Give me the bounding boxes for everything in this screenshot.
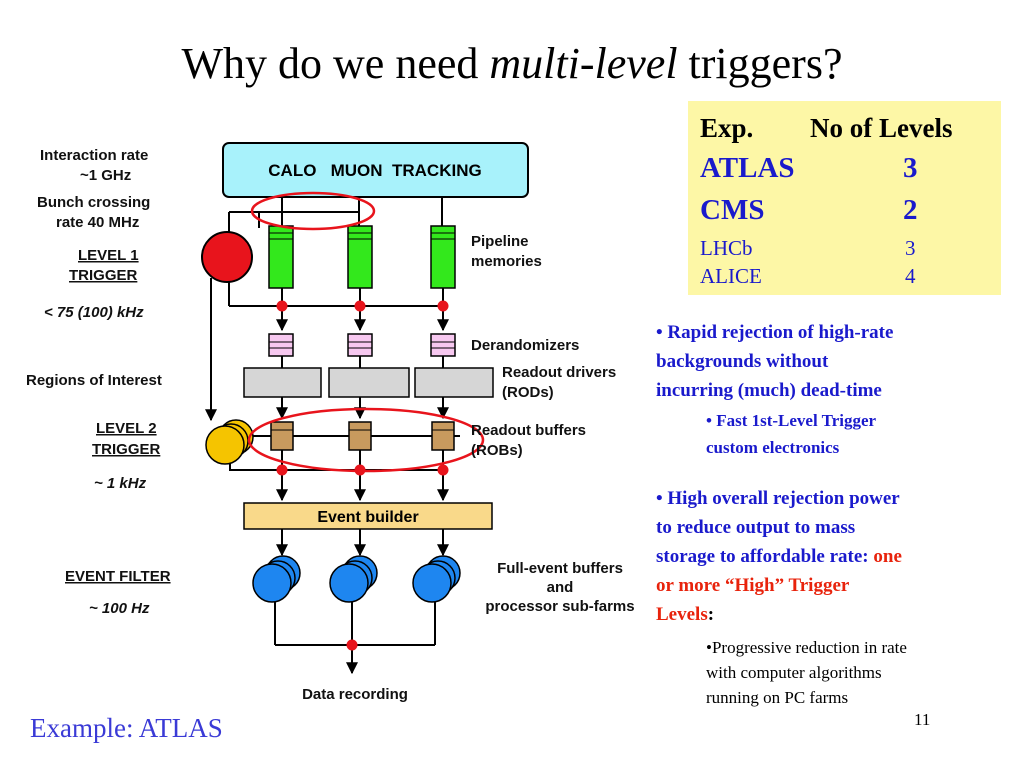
detector-box xyxy=(222,142,529,198)
interaction-rate-label: Interaction rate xyxy=(40,147,148,164)
bunch-crossing-rate: rate 40 MHz xyxy=(56,214,139,231)
bullet-text-highlight: or more “High” Trigger xyxy=(656,575,850,596)
derandomizers-label: Derandomizers xyxy=(471,337,579,354)
rob-highlight-ellipse xyxy=(247,407,485,473)
level2-rate: ~ 1 kHz xyxy=(94,475,147,492)
bullet-text: : xyxy=(707,604,715,625)
slide-title: Why do we need multi-level triggers? xyxy=(0,38,1024,89)
sub-bullet-fast-trigger: • Fast 1st-Level Trigger custom electron… xyxy=(706,407,996,461)
bullet-text: incurring (much) dead-time xyxy=(656,380,882,401)
bullet-text: backgrounds without xyxy=(656,351,829,372)
level1-decision-dots xyxy=(276,300,449,312)
sub-bullet-progressive: •Progressive reduction in rate with comp… xyxy=(706,635,996,710)
level2-label-line2: TRIGGER xyxy=(92,441,161,458)
processor-farms xyxy=(252,555,461,603)
title-part2: triggers? xyxy=(677,39,843,88)
bullet-text: storage to affordable rate: xyxy=(656,546,874,567)
level2-label-line1: LEVEL 2 xyxy=(96,420,157,437)
levels-exp-alice: ALICE xyxy=(700,264,762,288)
bullet-text: with computer algorithms xyxy=(706,663,882,682)
bullet-rapid-rejection: • Rapid rejection of high-rate backgroun… xyxy=(656,318,996,405)
bullet-text: • Rapid rejection of high-rate xyxy=(656,322,894,343)
level2-trigger-icon xyxy=(205,419,254,465)
levels-value-lhcb: 3 xyxy=(905,236,916,260)
level1-rate: < 75 (100) kHz xyxy=(44,304,144,321)
level1-label-line2: TRIGGER xyxy=(69,267,138,284)
bullet-text: custom electronics xyxy=(706,438,840,457)
levels-value-cms: 2 xyxy=(903,194,918,226)
readout-buffers-label-1: Readout buffers xyxy=(471,422,586,439)
full-event-label-1: Full-event buffers xyxy=(497,560,623,577)
bullet-text-highlight: one xyxy=(873,546,902,567)
page-number: 11 xyxy=(914,710,931,729)
readout-buffers xyxy=(270,421,455,451)
bullet-text: •Progressive reduction in rate xyxy=(706,638,907,657)
levels-exp-lhcb: LHCb xyxy=(700,236,753,260)
detector-box-label: CALO MUON TRACKING xyxy=(268,161,481,180)
title-part1: Why do we need xyxy=(181,39,490,88)
event-filter-rate: ~ 100 Hz xyxy=(89,600,150,617)
regions-of-interest-label: Regions of Interest xyxy=(26,372,162,389)
levels-header-levels: No of Levels xyxy=(810,113,953,143)
levels-value-alice: 4 xyxy=(905,264,916,288)
bullet-text: running on PC farms xyxy=(706,688,849,707)
data-recording-dot xyxy=(346,639,358,651)
levels-value-atlas: 3 xyxy=(903,152,918,184)
bullet-text: to reduce output to mass xyxy=(656,517,856,538)
bullet-text-highlight: Levels xyxy=(656,604,708,625)
bullet-list: • Rapid rejection of high-rate backgroun… xyxy=(656,318,996,710)
event-builder-label: Event builder xyxy=(317,509,418,526)
bunch-crossing-label: Bunch crossing xyxy=(37,194,150,211)
pipeline-label-2: memories xyxy=(471,253,542,270)
title-italic: multi-level xyxy=(489,39,678,88)
levels-exp-atlas: ATLAS xyxy=(700,152,795,184)
readout-drivers-label-2: (RODs) xyxy=(502,384,554,401)
example-caption: Example: ATLAS xyxy=(30,713,223,743)
event-filter-label: EVENT FILTER xyxy=(65,568,171,585)
levels-header-exp: Exp. xyxy=(700,113,754,143)
levels-table: Exp. No of Levels ATLAS 3 CMS 2 LHCb 3 A… xyxy=(688,101,1001,295)
levels-exp-cms: CMS xyxy=(700,194,765,226)
interaction-rate-value: ~1 GHz xyxy=(80,167,131,184)
full-event-label-2: and xyxy=(547,579,574,596)
pipeline-memories xyxy=(268,225,456,289)
pipeline-label-1: Pipeline xyxy=(471,233,529,250)
event-builder-box xyxy=(243,502,493,530)
derandomizers xyxy=(268,333,456,357)
pipeline-highlight-ellipse xyxy=(250,191,376,231)
level1-label-line1: LEVEL 1 xyxy=(78,247,139,264)
full-event-label-3: processor sub-farms xyxy=(485,598,634,615)
bullet-text: • Fast 1st-Level Trigger xyxy=(706,411,877,430)
level1-trigger-icon xyxy=(201,231,253,283)
readout-drivers-label-1: Readout drivers xyxy=(502,364,616,381)
readout-buffers-label-2: (ROBs) xyxy=(471,442,523,459)
bullet-high-rejection: • High overall rejection power to reduce… xyxy=(656,484,996,629)
readout-drivers xyxy=(243,367,494,398)
bullet-text: • High overall rejection power xyxy=(656,488,900,509)
data-recording-label: Data recording xyxy=(302,686,408,703)
